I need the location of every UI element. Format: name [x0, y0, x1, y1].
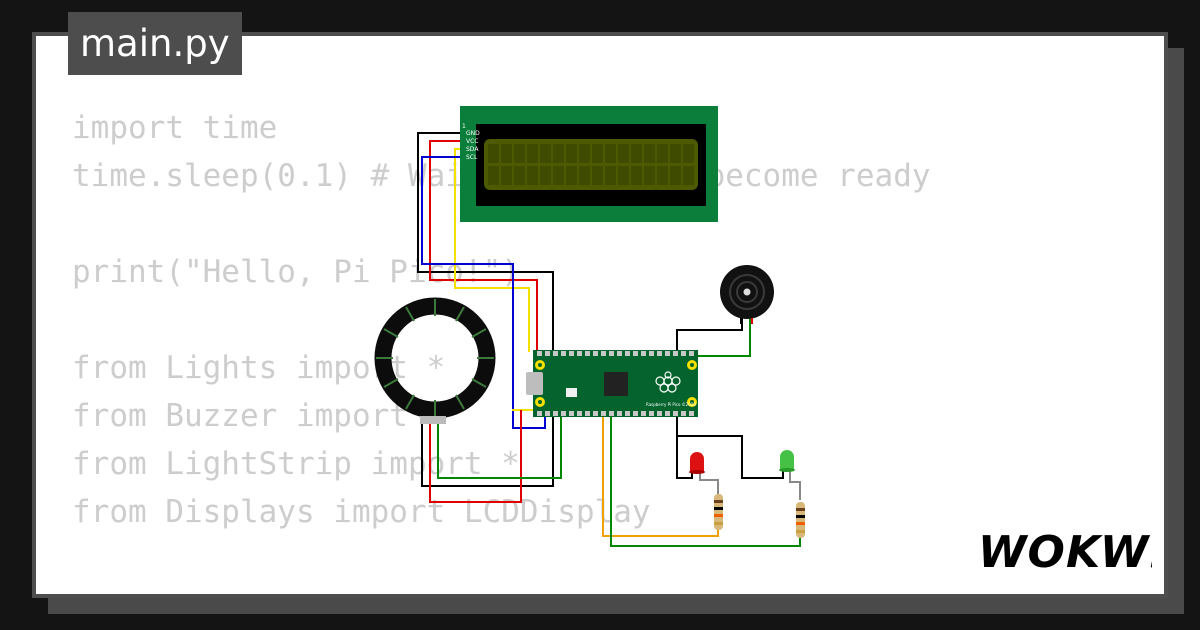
- wire-red-ring: [429, 410, 522, 503]
- bootsel-button: [566, 388, 577, 397]
- code-line: redLed = Light(0, "Red Light"): [72, 584, 931, 594]
- wire-led-green-resistor: [789, 470, 801, 500]
- wire-orange-resistor: [602, 410, 719, 537]
- lcd-pin-labels: 1 GND VCC SDA SCL: [462, 123, 480, 161]
- led-green[interactable]: [779, 450, 795, 472]
- lcd-segments: [488, 144, 694, 185]
- lcd-pin-label: VCC: [466, 138, 478, 145]
- wire-red-lcd-vcc: [429, 140, 538, 352]
- buzzer[interactable]: [720, 265, 774, 324]
- resistor-2[interactable]: [796, 502, 805, 538]
- raspberry-logo-icon: [655, 371, 681, 393]
- file-tab[interactable]: main.py: [68, 12, 242, 75]
- lcd-pin-label: 1: [462, 123, 466, 130]
- wokwi-logo-icon: WOKWi: [978, 527, 1164, 578]
- led-red[interactable]: [689, 452, 705, 474]
- rp2040-chip: [604, 372, 628, 396]
- code-line: from Displays import LCDDisplay: [72, 494, 651, 530]
- wire-black-led-green: [676, 410, 784, 479]
- wire-led-red-resistor: [699, 470, 719, 494]
- wokwi-logo: WOKWi: [976, 527, 1164, 579]
- wire-black-lcd-gnd: [417, 132, 554, 352]
- wire-green-ring: [437, 410, 562, 479]
- lcd-pin-label: GND: [466, 130, 480, 137]
- wire-black-ring: [421, 410, 554, 487]
- wire-black-led-red: [676, 410, 693, 479]
- ring-pixels: [376, 299, 494, 417]
- wire-yellow-lcd-sda: [454, 148, 530, 352]
- resistor-1[interactable]: [714, 494, 723, 530]
- pico-header-pins: [537, 351, 694, 416]
- wire-black-buzzer: [676, 316, 743, 352]
- wire-green-resistor: [610, 410, 801, 547]
- wokwi-logo-text: WOKWi: [978, 527, 1152, 578]
- code-line: from Buzzer import *: [72, 398, 446, 434]
- code-line: import time: [72, 110, 278, 146]
- lcd-display[interactable]: 1 GND VCC SDA SCL: [460, 106, 718, 222]
- wire-blue-lcd-scl: [421, 156, 546, 429]
- usb-port: [526, 372, 543, 395]
- code-line: from LightStrip import *: [72, 446, 520, 482]
- lcd-pin-label: SCL: [466, 154, 478, 161]
- neopixel-ring[interactable]: [374, 297, 496, 424]
- raspberry-pi-pico[interactable]: Raspberry Pi Pico ©2020: [526, 350, 698, 417]
- lcd-pin-label: SDA: [466, 146, 479, 153]
- wires: [417, 132, 801, 547]
- pico-label: Raspberry Pi Pico ©2020: [646, 402, 696, 407]
